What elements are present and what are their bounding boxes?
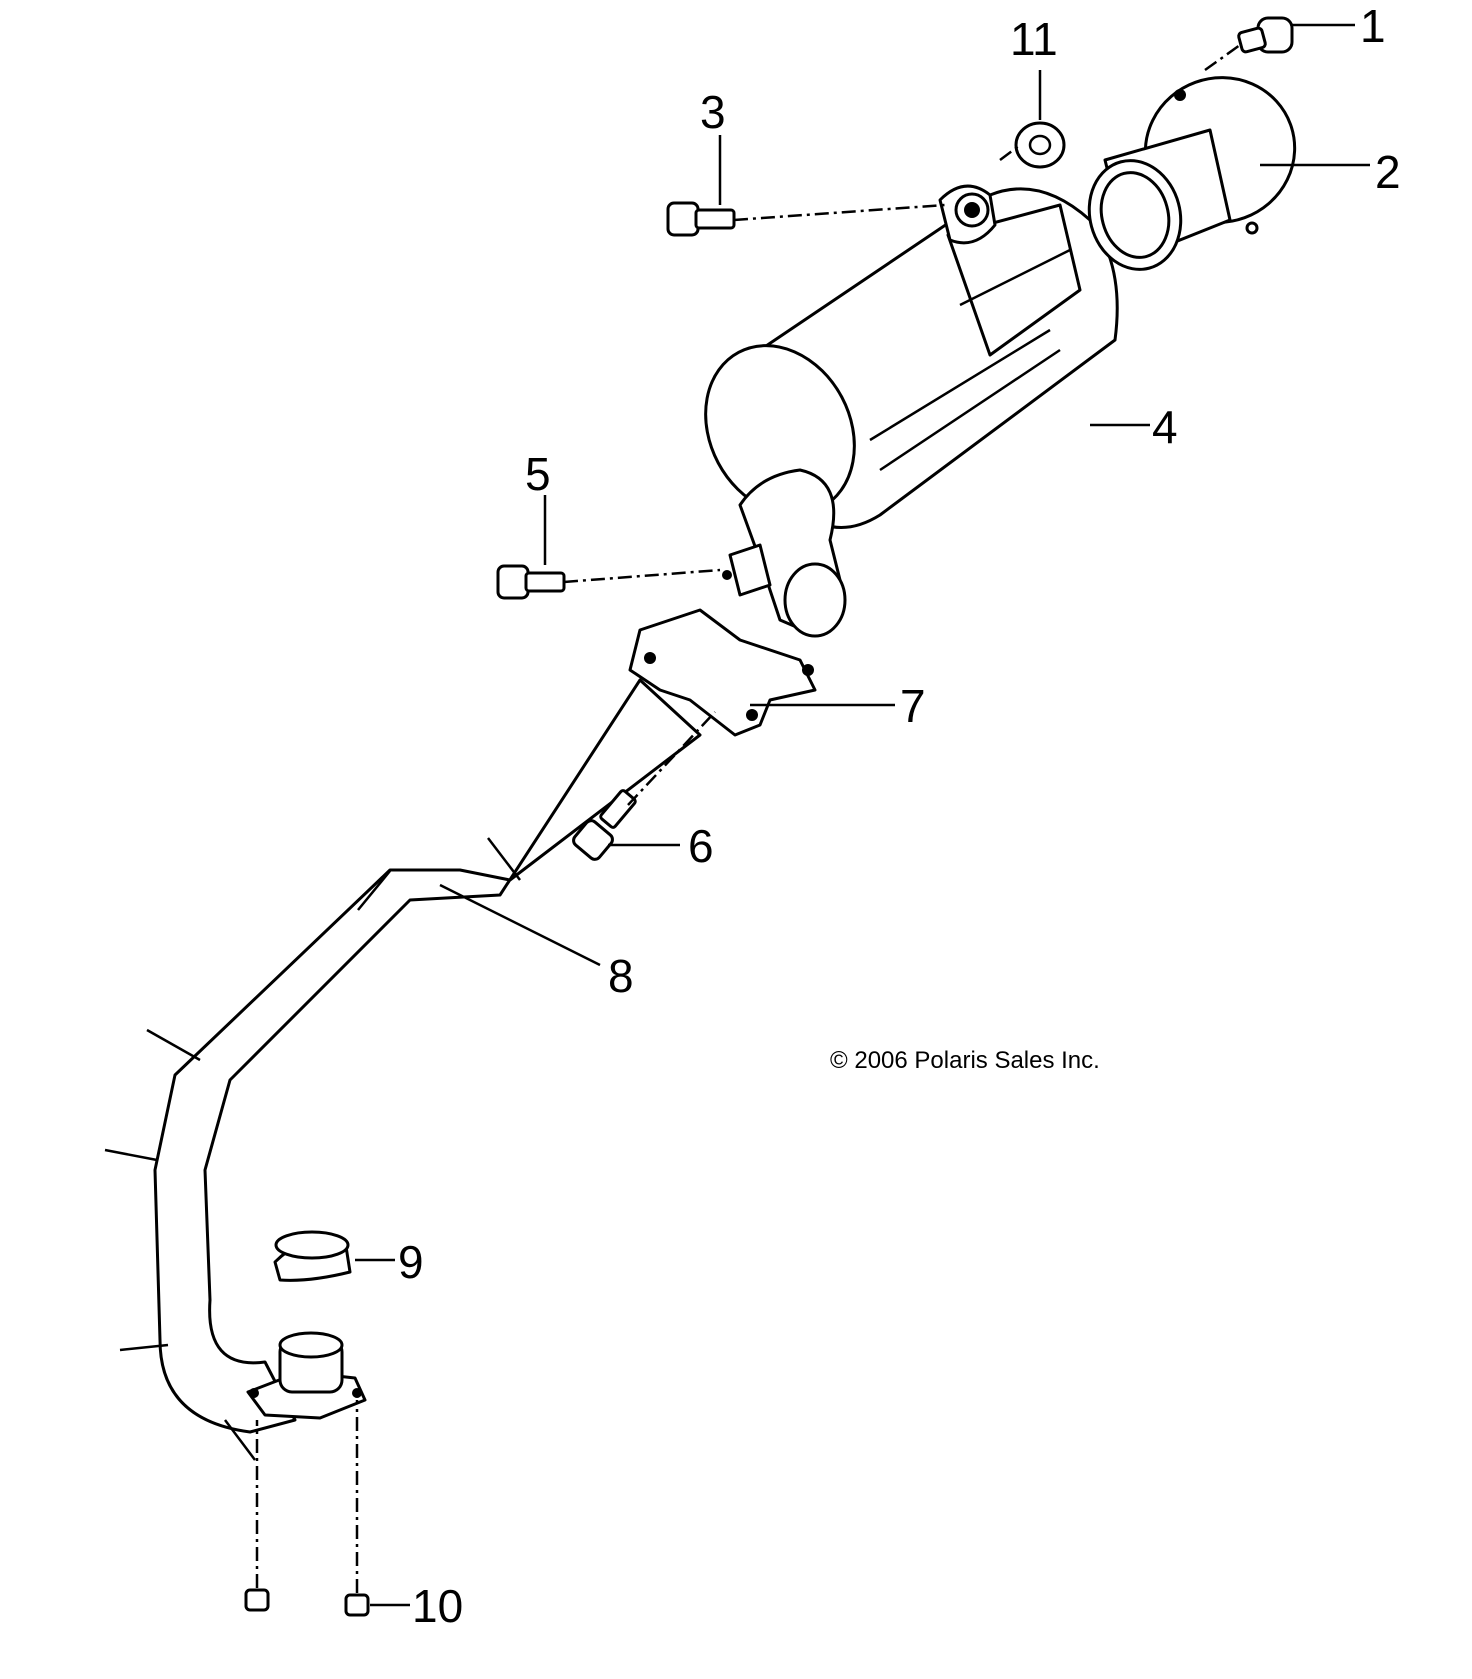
- part-10-nuts: [244, 1588, 370, 1617]
- callout-2: 2: [1375, 146, 1401, 198]
- callout-1: 1: [1360, 0, 1386, 52]
- part-8-header-pipe: [104, 678, 702, 1461]
- callout-10: 10: [412, 1580, 463, 1632]
- part-7-clamp: [628, 608, 817, 737]
- callout-3: 3: [700, 86, 726, 138]
- callout-numbers: 1 2 3 4 5 6 7 8 9 10 11: [398, 0, 1401, 1632]
- callout-4: 4: [1152, 401, 1178, 453]
- assembly-lines: [255, 43, 1241, 1593]
- part-9-gasket: [273, 1230, 352, 1282]
- part-11-nut: [1014, 121, 1066, 169]
- part-1-screw: [1237, 16, 1294, 54]
- part-6-bolt: [572, 789, 637, 861]
- part-3-bolt: [666, 201, 736, 237]
- callout-7: 7: [900, 680, 926, 732]
- leader-lines: [355, 23, 1370, 1607]
- callout-6: 6: [688, 820, 714, 872]
- part-4-muffler: [704, 184, 1119, 638]
- exhaust-port-flange: [246, 1331, 367, 1420]
- part-5-bolt: [496, 564, 566, 600]
- callout-11: 11: [1010, 13, 1058, 65]
- callout-9: 9: [398, 1236, 424, 1288]
- copyright-notice: © 2006 Polaris Sales Inc.: [830, 1047, 1100, 1074]
- part-2-end-cap: [1087, 76, 1297, 271]
- callout-5: 5: [525, 448, 551, 500]
- callout-8: 8: [608, 950, 634, 1002]
